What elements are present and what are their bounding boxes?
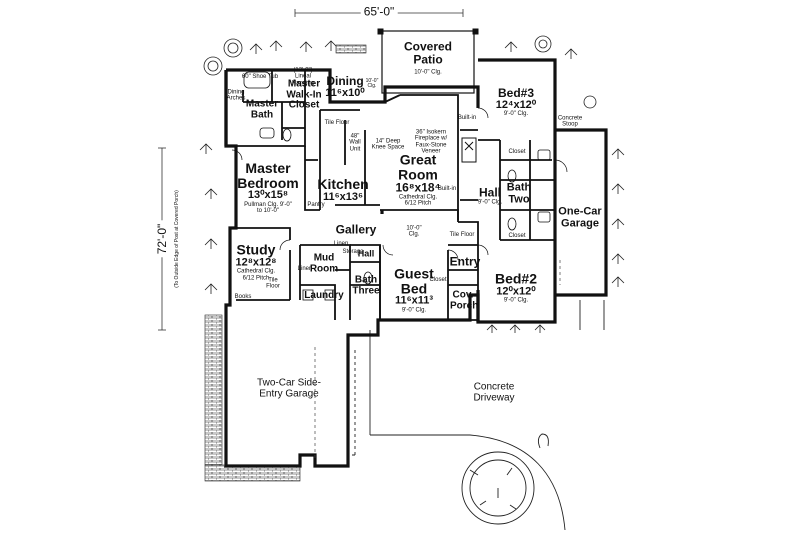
- room-bed3: Bed#3 12⁴x12⁰ 9'-0" Clg.: [496, 87, 536, 117]
- study-dims: 12⁸x12⁸: [235, 256, 277, 269]
- note-books: Books: [234, 293, 252, 300]
- room-dining: Dining 11⁶x10⁰: [325, 75, 364, 99]
- room-bath-three: Bath Three: [352, 274, 380, 296]
- great-room-name: Great Room: [398, 151, 438, 183]
- bed2-note: 9'-0" Clg.: [503, 297, 529, 304]
- bed3-note: 9'-0" Clg.: [503, 110, 529, 117]
- bed3-dims: 12⁴x12⁰: [495, 98, 537, 111]
- note-linen-2: Linen: [333, 240, 349, 247]
- room-hall-small: Hall: [357, 248, 375, 259]
- room-great-room: Great Room 16⁸x18⁴ Cathedral Clg. 6/12 P…: [388, 151, 448, 208]
- bed2-dims: 12⁰x12⁰: [496, 285, 536, 298]
- study-name: Study: [236, 241, 276, 258]
- front-tree: [461, 451, 535, 525]
- great-room-note: Cathedral Clg. 6/12 Pitch: [398, 194, 438, 207]
- room-two-car-garage: Two-Car Side-Entry Garage: [257, 377, 321, 399]
- hall-east-note: 9'-0" Clg.: [477, 199, 503, 206]
- hall-east-name: Hall: [478, 185, 502, 200]
- guest-bed-note: 9'-0" Clg.: [401, 307, 427, 314]
- garage-lines: [314, 260, 561, 460]
- great-room-dims: 16⁸x18⁴: [395, 181, 441, 196]
- note-shoe-tub: 60" Shoe Tub: [241, 73, 279, 80]
- landscape-shrubs: [199, 35, 625, 333]
- note-concrete-stoop: Concrete Stoop: [557, 115, 583, 128]
- gallery-note: 10'-0" Clg.: [406, 225, 422, 238]
- plumbing-fixtures: [243, 71, 551, 301]
- room-entry: Entry: [449, 254, 481, 269]
- study-note: Cathedral Clg. 6/12 Pitch: [236, 268, 276, 282]
- note-builtin-1: Built-in: [457, 114, 477, 121]
- room-bed2: Bed#2 12⁰x12⁰ 9'-0" Clg.: [495, 272, 537, 305]
- note-dining-arch: Dining Arches: [226, 89, 246, 102]
- note-storage: Storage: [342, 248, 364, 255]
- overall-depth-label: 72'-0": [155, 220, 169, 258]
- note-tile-floor-1: Tile Floor: [324, 119, 350, 126]
- room-kitchen: Kitchen 11⁶x13⁶: [317, 177, 368, 203]
- guest-bed-name: Guest Bed: [394, 265, 434, 297]
- room-study: Study 12⁸x12⁸ Cathedral Clg. 6/12 Pitch: [231, 241, 281, 282]
- note-tile-floor-3: Tile Floor: [266, 277, 280, 290]
- fireplace-symbol: [461, 137, 477, 163]
- covered-patio-name: Covered Patio: [403, 39, 453, 66]
- note-oven: 48" Wall Unit: [349, 133, 361, 153]
- door-swings: [231, 107, 568, 261]
- garden-bed-back: [335, 44, 367, 54]
- room-hall-east: Hall 9'-0" Clg.: [477, 185, 503, 206]
- dining-name: Dining: [326, 73, 364, 88]
- note-knee-space: 14" Deep Knee Space: [371, 138, 405, 151]
- covered-patio-note: 10'-0" Clg.: [414, 69, 442, 76]
- kitchen-name: Kitchen: [317, 175, 369, 192]
- room-cov-porch: Cov. Porch: [450, 289, 479, 311]
- room-laundry: Laundry: [304, 289, 344, 301]
- room-mud-room: Mud Room: [309, 252, 339, 274]
- room-covered-patio: Covered Patio 10'-0" Clg.: [398, 39, 458, 76]
- interior-walls: [236, 70, 555, 321]
- master-bedroom-name: Master Bedroom: [237, 160, 299, 191]
- note-linen-1: Linen: [297, 265, 313, 272]
- bed3-name: Bed#3: [497, 85, 535, 100]
- note-builtin-2: Built-in: [437, 185, 457, 192]
- kitchen-dims: 11⁶x13⁶: [322, 190, 364, 203]
- room-gallery: Gallery: [335, 222, 377, 237]
- guest-bed-dims: 11⁶x11³: [394, 294, 434, 307]
- overall-depth-note: (To Outside Edge of Post at Covered Porc…: [174, 190, 180, 288]
- dining-note: 10'-0" Clg.: [365, 77, 379, 89]
- bed2-name: Bed#2: [494, 270, 538, 287]
- room-master-walkin: Master Walk-In Closet: [286, 78, 322, 111]
- room-driveway: Concrete Driveway: [473, 381, 515, 403]
- covered-patio-outline: [377, 28, 479, 94]
- room-guest-bed: Guest Bed 11⁶x11³ 9'-0" Clg.: [389, 266, 439, 313]
- note-closet-3: Closet: [429, 276, 447, 283]
- overall-width-label: 65'-0": [360, 6, 398, 19]
- driveway-edges: [348, 300, 605, 531]
- note-closet-1: Closet: [508, 148, 526, 155]
- room-master-bedroom: Master Bedroom 13⁰x15⁸ Pullman Clg. 9'-0…: [233, 161, 303, 215]
- room-bath-two: Bath Two: [506, 181, 532, 205]
- dining-dims: 11⁶x10⁰: [325, 86, 365, 99]
- exterior-walls: [224, 58, 608, 468]
- master-bedroom-note: Pullman Clg. 9'-0" to 10'-0": [244, 202, 292, 215]
- garden-bed-left: [204, 314, 223, 466]
- note-tile-floor-2: Tile Floor: [449, 231, 475, 238]
- room-master-bath: Master Bath: [245, 98, 279, 120]
- note-fireplace: 36" Isokern Fireplace w/ Faux-Stone Vene…: [414, 129, 448, 155]
- note-closet-2: Closet: [508, 232, 526, 239]
- master-bedroom-dims: 13⁰x15⁸: [247, 189, 289, 202]
- note-walkin-shelving: (12'-0") Lineal Hanging: [291, 67, 315, 87]
- room-one-car-garage: One-Car Garage: [558, 205, 602, 229]
- note-pantry: Pantry: [307, 201, 325, 208]
